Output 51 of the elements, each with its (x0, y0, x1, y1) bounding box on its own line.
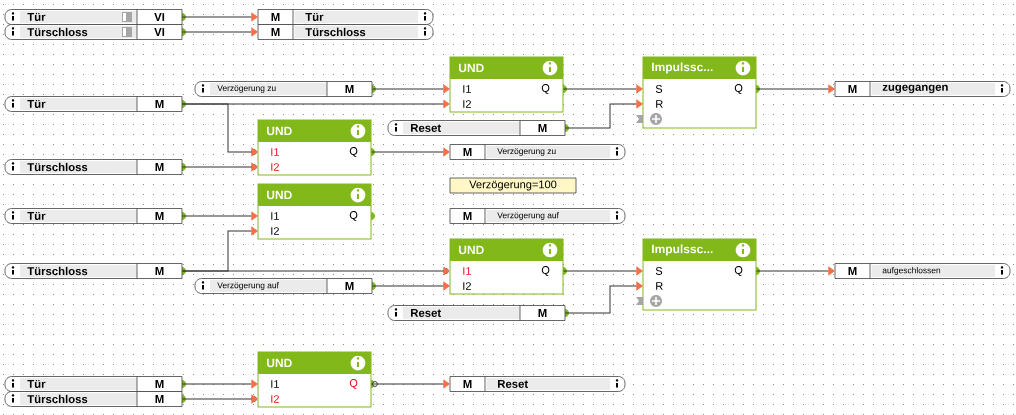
logic-block: Impulssc... S R Q (636, 238, 760, 311)
logic-block: UND I1 I2 Q (449, 56, 567, 113)
node-label: Türschloss (27, 394, 88, 404)
output-block: M Tür (257, 9, 434, 25)
logic-block: UND I1 I2 Q (257, 183, 375, 240)
input-block: Verzögerung auf M (194, 278, 376, 294)
logic-block: UND I1 I2 Q (443, 238, 567, 295)
node-label: M (155, 395, 164, 403)
input-block: Tür M (4, 96, 186, 112)
connector-arrow (756, 84, 835, 94)
input-block: Reset M (387, 305, 569, 321)
input-block: Verzögerung zu M (194, 81, 376, 97)
output-block: M Reset (449, 376, 626, 392)
connector-arrow (563, 84, 643, 94)
input-block: Reset M (387, 120, 569, 136)
connector-arrow (371, 379, 450, 389)
output-block: M Verzögerung auf (449, 208, 626, 224)
connector-arrow (182, 103, 258, 157)
node-label: zugegangen (882, 84, 948, 94)
output-block: M zugegangen (834, 81, 1011, 97)
connector-arrow (565, 281, 643, 314)
connector-arrow (182, 211, 258, 221)
connector-arrow (182, 394, 258, 404)
output-block: M Türschloss (257, 24, 434, 40)
connector-arrow (182, 266, 450, 276)
connector-arrow (565, 99, 643, 129)
input-block: Tür VI (4, 9, 186, 25)
input-block: Türschloss M (4, 391, 186, 407)
parameter-note: Verzögerung=100 (449, 177, 577, 194)
logic-block: UND I1 I2 Q (251, 119, 375, 176)
input-block: Türschloss M (4, 159, 186, 175)
connector-arrow (182, 12, 258, 22)
node-label: aufgeschlossen (882, 267, 941, 275)
connector-arrow (182, 27, 258, 37)
connector-arrow (372, 281, 450, 291)
input-block: Türschloss M (4, 263, 186, 279)
connector-arrow (372, 84, 450, 94)
node-label: M (848, 85, 857, 93)
connector-arrow (371, 147, 450, 157)
input-block: Tür M (4, 376, 186, 392)
connector-arrow (563, 266, 643, 276)
logic-block: UND I1 I2 Q (251, 351, 378, 408)
input-block: Türschloss VI (4, 24, 186, 40)
connector-arrow (756, 266, 835, 276)
output-block: M Verzögerung zu (449, 144, 626, 160)
logic-block: Impulssc... S R Q (636, 56, 760, 129)
connector-arrow (182, 162, 258, 172)
input-block: Tür M (4, 208, 186, 224)
connector-arrow (182, 379, 258, 389)
output-block: M aufgeschlossen (834, 263, 1011, 279)
node-label: M (848, 267, 857, 275)
